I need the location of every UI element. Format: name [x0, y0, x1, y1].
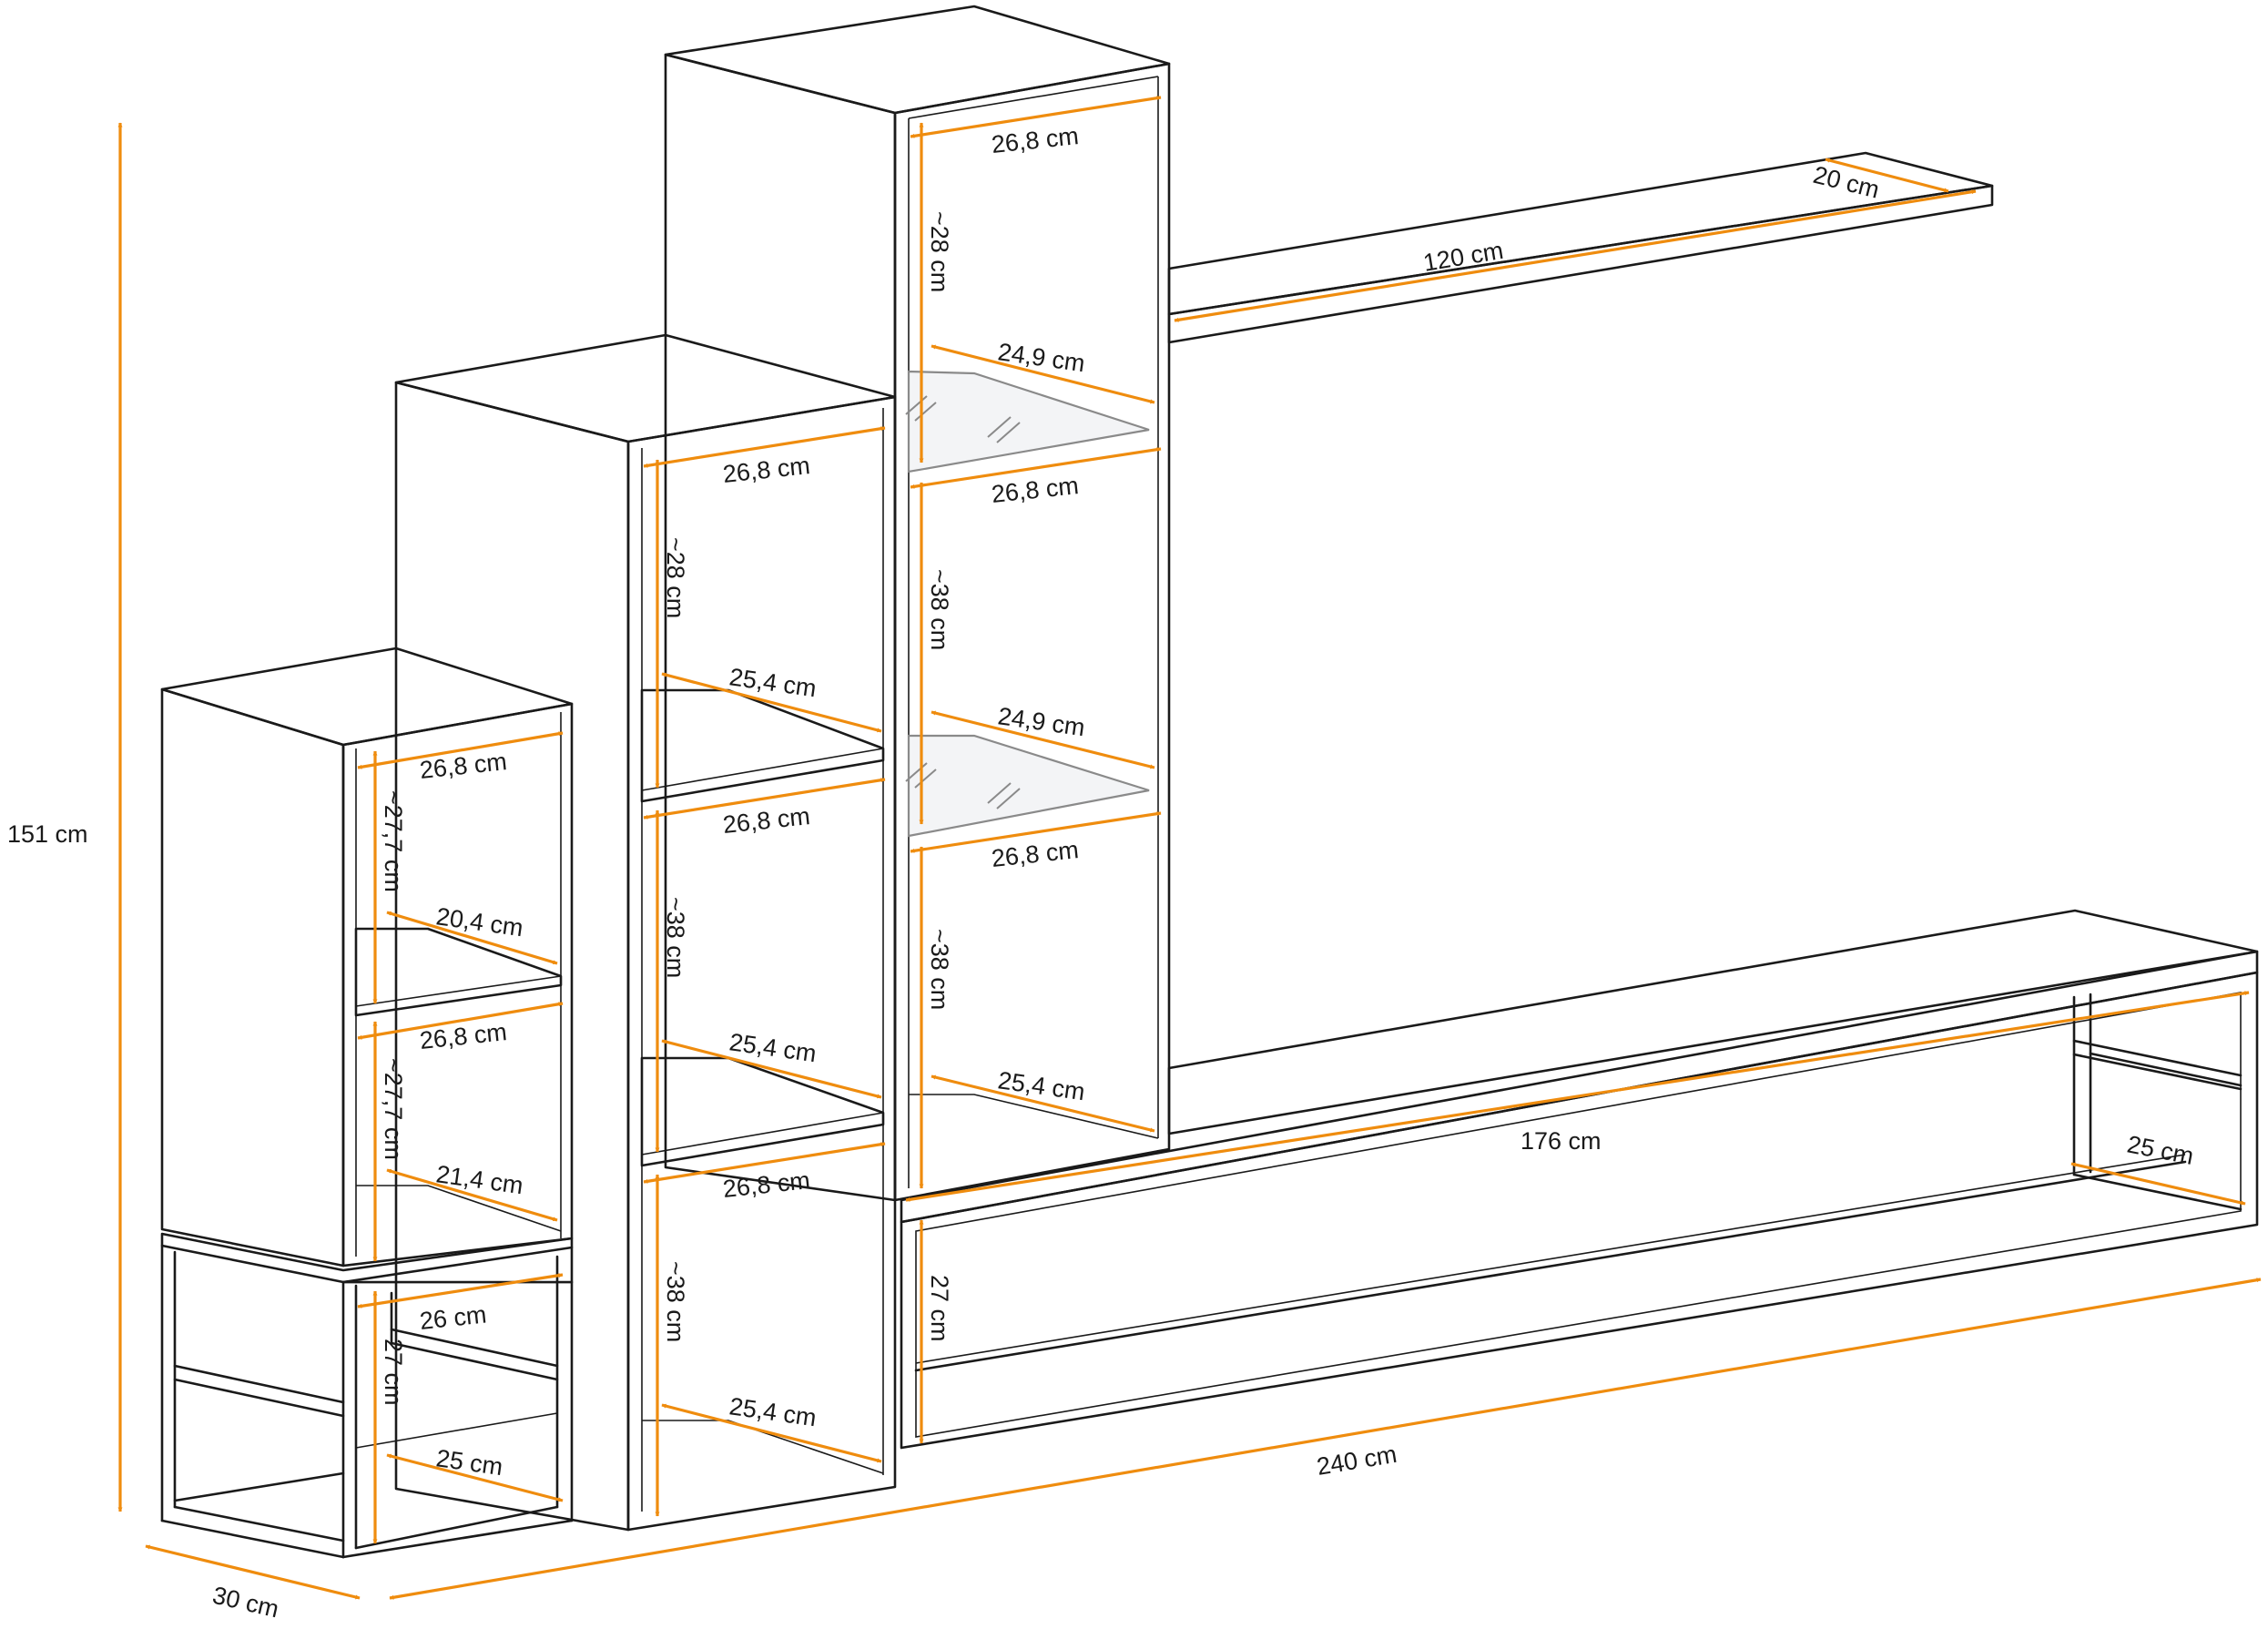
- label-mid-lower-width: 26,8 cm: [721, 1166, 811, 1203]
- label-frame-height: 27 cm: [380, 1339, 407, 1406]
- label-tall-below-glass2-width: 26,8 cm: [990, 836, 1080, 872]
- label-small-lower-height: ~27,7 cm: [380, 1058, 407, 1160]
- label-tv-bench-length: 176 cm: [1520, 1127, 1602, 1155]
- label-small-top-width: 26,8 cm: [418, 748, 508, 784]
- label-mid-shelf1-depth: 25,4 cm: [727, 663, 818, 702]
- dimension-lines: [120, 97, 2261, 1598]
- label-mid-middle-width: 26,8 cm: [721, 802, 811, 839]
- label-tall-lower-height: ~38 cm: [926, 929, 953, 1010]
- label-mid-middle-height: ~38 cm: [662, 897, 689, 978]
- label-small-middle-width: 26,8 cm: [418, 1018, 508, 1054]
- label-tall-top-width: 26,8 cm: [990, 122, 1080, 158]
- label-mid-top-width: 26,8 cm: [721, 452, 811, 488]
- tall-cabinet: [666, 6, 1169, 1200]
- label-tall-bottom-depth: 25,4 cm: [996, 1066, 1086, 1105]
- label-small-bottom-depth: 21,4 cm: [434, 1160, 524, 1199]
- label-mid-lower-height: ~38 cm: [662, 1261, 689, 1342]
- label-frame-width: 26 cm: [418, 1300, 487, 1335]
- label-tall-below-glass1-width: 26,8 cm: [990, 472, 1080, 508]
- label-tv-bench-height: 27 cm: [926, 1275, 953, 1342]
- label-mid-upper-height: ~28 cm: [662, 537, 689, 618]
- label-tall-glass1-depth: 24,9 cm: [996, 338, 1086, 377]
- label-overall-width: 240 cm: [1315, 1441, 1398, 1481]
- dimension-labels: 151 cm 30 cm 240 cm 120 cm 20 cm 176 cm …: [7, 122, 2196, 1623]
- label-overall-depth: 30 cm: [210, 1582, 281, 1624]
- label-small-upper-height: ~27,7 cm: [380, 790, 407, 892]
- label-wall-shelf-length: 120 cm: [1421, 237, 1505, 277]
- label-tall-upper-height: ~28 cm: [926, 211, 953, 292]
- label-frame-depth: 25 cm: [434, 1444, 504, 1481]
- dim-tv-bench-depth: [2071, 1164, 2245, 1204]
- label-tall-glass2-depth: 24,9 cm: [996, 702, 1086, 741]
- label-overall-height: 151 cm: [7, 820, 88, 848]
- label-tv-bench-depth: 25 cm: [2125, 1130, 2196, 1169]
- dim-frame-width: [358, 1275, 563, 1307]
- dim-wall-shelf-length: [1175, 191, 1976, 321]
- label-tall-middle-height: ~38 cm: [926, 569, 953, 650]
- label-wall-shelf-depth: 20 cm: [1811, 161, 1883, 204]
- dim-tv-bench-length: [906, 993, 2249, 1200]
- tv-bench: [901, 911, 2257, 1448]
